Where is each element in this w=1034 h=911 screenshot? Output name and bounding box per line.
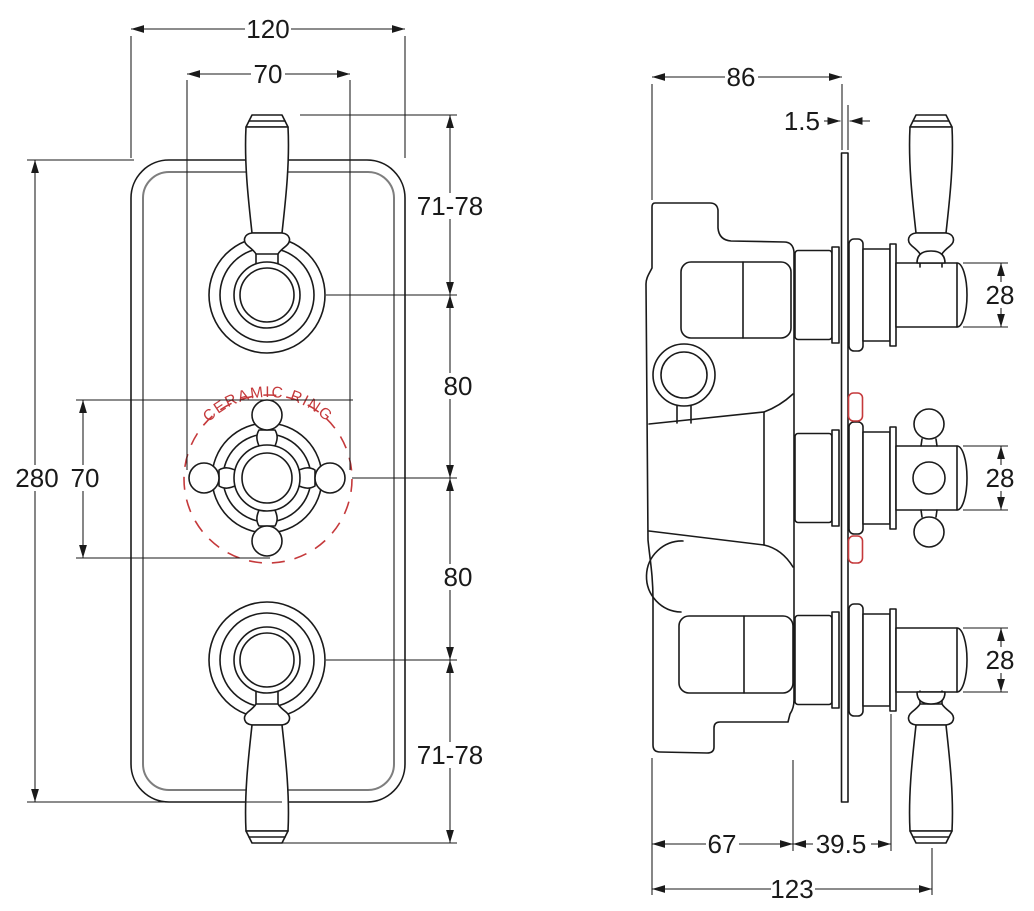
retaining-clip-upper	[847, 392, 864, 422]
dimension-arrowhead	[652, 885, 665, 893]
dimension-arrowhead	[652, 73, 665, 81]
dimension-arrowhead	[997, 679, 1005, 692]
front-dimensions: 120 70 280 70 71-78 80 80 71-78	[13, 14, 487, 844]
dimension-arrowhead	[446, 115, 454, 128]
dim-spindle-bottom: 28	[986, 645, 1015, 675]
top-diverter-control	[208, 114, 326, 354]
dimension-arrowhead	[446, 478, 454, 491]
dim-body-recess-depth: 67	[708, 829, 737, 859]
dim-bottom-handle-projection: 71-78	[417, 740, 484, 770]
lever-base-dome	[916, 250, 946, 264]
dimension-arrowhead	[187, 70, 200, 78]
dim-plate-thickness: 1.5	[784, 106, 820, 136]
front-view: CERAMIC RING	[13, 14, 487, 844]
dimension-arrowhead	[392, 25, 405, 33]
side-cross-ball-front	[912, 461, 946, 495]
dimension-arrowhead	[131, 25, 144, 33]
dimension-arrowhead	[31, 789, 39, 802]
bottom-lever-handle	[243, 690, 291, 844]
dimension-arrowhead	[446, 647, 454, 660]
dimension-arrowhead	[446, 830, 454, 843]
dimension-arrowhead	[446, 295, 454, 308]
dimension-arrowhead	[652, 840, 665, 848]
dimension-arrowhead	[827, 117, 841, 125]
top-lever-handle	[243, 114, 291, 268]
dimension-arrowhead	[79, 545, 87, 558]
dimension-arrowhead	[997, 497, 1005, 510]
cross-arm-top	[256, 429, 278, 449]
side-bottom-lever-handle	[907, 690, 955, 844]
dimension-arrowhead	[79, 400, 87, 413]
dim-spindle-top: 28	[986, 280, 1015, 310]
dimension-arrowhead	[997, 628, 1005, 641]
body-taper-lines	[648, 411, 765, 546]
dimension-arrowhead	[829, 73, 842, 81]
side-top-lever-handle	[907, 114, 955, 268]
spindle-end-dome	[956, 262, 968, 328]
dim-cross-handle-span: 70	[71, 463, 100, 493]
dim-top-handle-projection: 71-78	[417, 191, 484, 221]
valve-body	[645, 202, 795, 754]
dim-overall-depth: 123	[770, 874, 813, 904]
dim-lower-valve-spacing: 80	[444, 562, 473, 592]
dimension-arrowhead	[793, 840, 806, 848]
side-cross-ball-bottom	[913, 516, 945, 548]
upper-union-boss	[680, 261, 792, 339]
upper-pipe-port	[652, 343, 716, 424]
lower-pipe-port	[645, 540, 684, 613]
side-cross-ball-top	[913, 408, 945, 440]
dimension-arrowhead	[337, 70, 350, 78]
dimension-arrowhead	[31, 160, 39, 173]
top-cartridge	[794, 114, 968, 352]
dim-plate-height: 280	[15, 463, 58, 493]
cross-ball-top	[251, 399, 283, 431]
bottom-diverter-control	[208, 601, 326, 844]
dimension-arrowhead	[997, 263, 1005, 276]
retaining-clip-lower	[847, 535, 864, 564]
dimension-arrowhead	[446, 465, 454, 478]
dimension-arrowhead	[849, 117, 863, 125]
cross-arm-right	[296, 467, 316, 489]
lower-union-boss	[678, 615, 794, 694]
dimension-arrowhead	[997, 446, 1005, 459]
cross-arm-left	[218, 467, 238, 489]
faceplate-edge	[840, 152, 849, 803]
bottom-cartridge	[794, 603, 968, 844]
cross-ball-bottom	[251, 525, 283, 557]
dimension-arrowhead	[446, 660, 454, 673]
lever-base-dome	[916, 691, 946, 705]
cross-ball-left	[188, 462, 220, 494]
dimension-arrowhead	[919, 885, 932, 893]
dim-upper-valve-spacing: 80	[444, 371, 473, 401]
middle-cartridge	[794, 408, 968, 548]
cross-arm-stems	[920, 438, 938, 518]
dimension-arrowhead	[878, 840, 891, 848]
dim-handle-span-width: 70	[254, 59, 283, 89]
spindle-end-dome	[956, 445, 968, 511]
side-view: 86 1.5 28 28 28 67 39.5 123	[645, 62, 1017, 904]
dimension-arrowhead	[997, 314, 1005, 327]
dimension-arrowhead	[780, 840, 793, 848]
thermostatic-cross-handle	[188, 399, 346, 557]
dim-body-depth: 86	[727, 62, 756, 92]
cross-ball-right	[314, 462, 346, 494]
ceramic-ring-dashed-circle	[183, 394, 353, 564]
dimension-arrowhead	[446, 282, 454, 295]
side-dimensions: 86 1.5 28 28 28 67 39.5 123	[651, 62, 1017, 904]
dim-plate-width: 120	[246, 14, 289, 44]
funnel-curves	[763, 393, 794, 568]
dim-plate-to-handle: 39.5	[816, 829, 867, 859]
spindle-end-dome	[956, 627, 968, 693]
retaining-clips	[847, 392, 864, 564]
dim-spindle-middle: 28	[986, 463, 1015, 493]
cross-arm-bottom	[256, 507, 278, 527]
